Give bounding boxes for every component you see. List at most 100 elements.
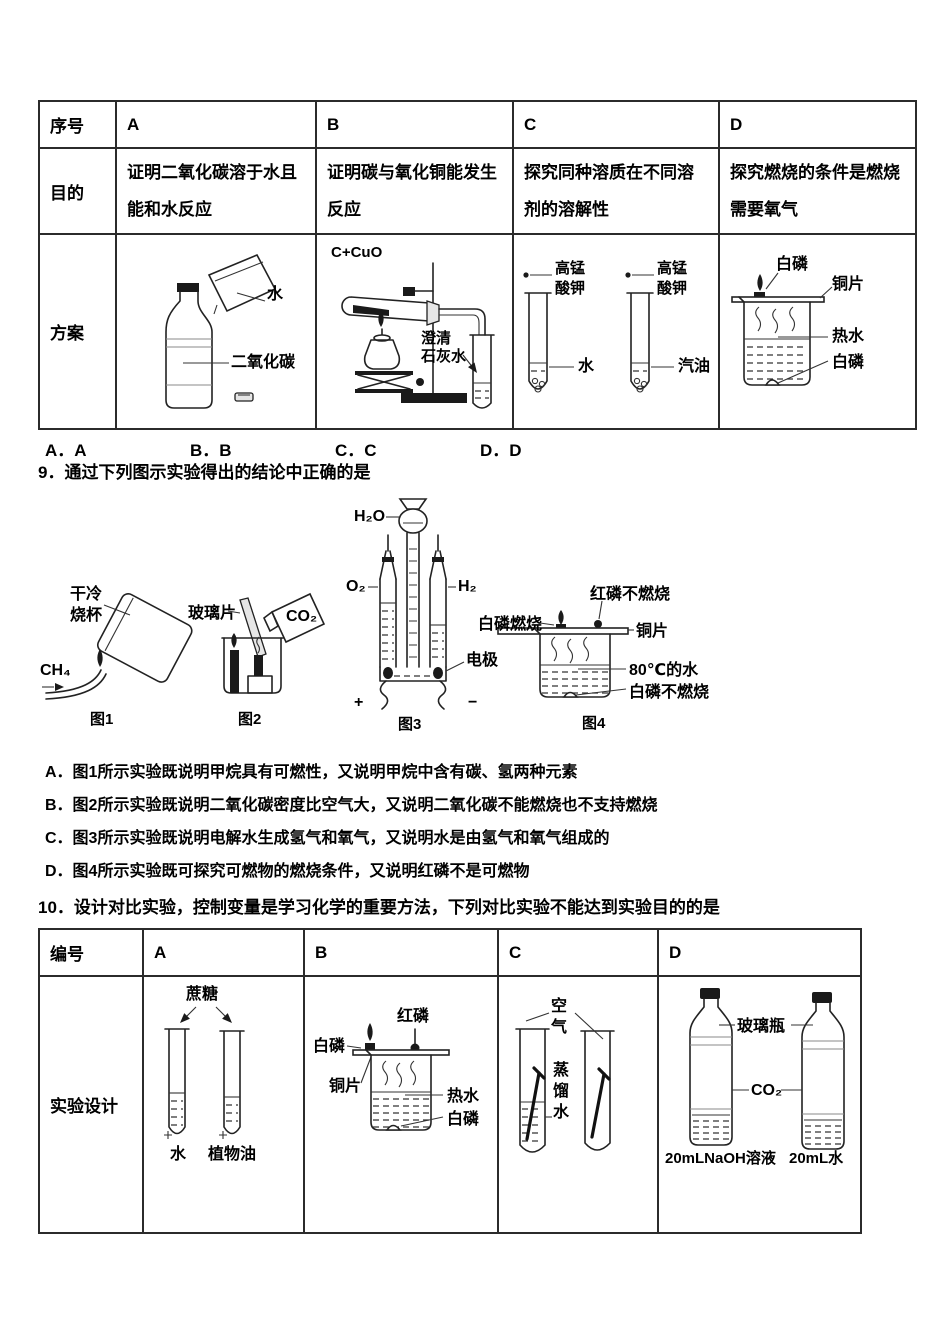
test-tube-air-only (580, 1030, 615, 1151)
clamp (403, 287, 415, 296)
iron-nail (590, 1072, 606, 1139)
q8-purpose-label: 目的 (38, 147, 117, 235)
arrowhead-icon (467, 362, 477, 373)
label-wp-burn: 白磷燃烧 (478, 616, 543, 633)
label-h2o: H₂O (354, 508, 386, 525)
label-water: 水 (578, 358, 595, 375)
phosphorus-lump (562, 691, 579, 698)
phosphorus-drawing (346, 1023, 450, 1131)
q9-option-c: C．图3所示实验既说明电解水生成氢气和氧气，又说明水是由氢气和氧气组成的 (45, 830, 610, 847)
q10-header-bianhao: 编号 (38, 928, 144, 977)
q8-option-d: D．D (480, 441, 522, 460)
label-electrode: 电极 (466, 652, 499, 669)
combustion-drawing (731, 272, 833, 386)
label-limewater-2: 石灰水 (421, 348, 467, 365)
smoke-icon (256, 636, 261, 654)
burning-phosphorus (556, 624, 566, 628)
iron-nail (525, 1071, 541, 1141)
oxygen-tube (379, 534, 397, 668)
test-tube-gasoline (626, 292, 654, 393)
q8-plan-c-cell: 高锰酸钾 高锰酸钾 水 汽油 (512, 233, 720, 430)
q8-option-b: B．B (190, 441, 232, 460)
arrowhead-icon (180, 1013, 190, 1023)
label-copper: 铜片 (832, 276, 865, 293)
copper-sheet (497, 627, 629, 635)
q10-table: 编号 A B C D 实验设计 (38, 928, 862, 1234)
test-tube-water (524, 292, 552, 393)
bottle-cap (700, 988, 720, 999)
co2-bottle-neck (263, 610, 280, 633)
fig3-caption: 图3 (398, 716, 422, 733)
label-ch4: CH₄ (40, 662, 71, 679)
q8-table-header-row: 序号 A B C D (38, 100, 917, 149)
q10-header-d: D (657, 928, 862, 977)
phosphorus-lump (385, 1124, 402, 1131)
jack-top-plate (355, 371, 413, 375)
delivery-tube (438, 308, 486, 336)
central-tube (406, 532, 420, 668)
flame-icon (378, 310, 384, 327)
steam-lines (382, 1060, 417, 1088)
flame-icon (231, 633, 237, 648)
label-gasoline: 汽油 (678, 358, 711, 375)
nail-rust-diagram: 空气 蒸馏水 (499, 977, 657, 1232)
combustion-diagram: 白磷 铜片 热水 白磷 (720, 235, 915, 428)
flame-icon (757, 274, 763, 291)
flame-icon (367, 1023, 373, 1041)
co2-bottle-drawing (165, 253, 277, 409)
arrowhead-icon (222, 1013, 232, 1023)
label-co2: CO₂ (751, 1082, 783, 1099)
short-candle (254, 655, 263, 676)
q8-header-a: A (115, 100, 317, 149)
q8-plan-a-cell: 水 二氧化碳 (115, 233, 317, 430)
q10-c-cell: 空气 蒸馏水 (497, 975, 659, 1234)
step (247, 675, 273, 694)
q10-stem: 10．设计对比实验，控制变量是学习化学的重要方法，下列对比实验不能达到实验目的的… (38, 898, 720, 917)
label-c-cuo: C+CuO (331, 244, 383, 261)
fig4-drawing (497, 600, 634, 698)
copper-sheet (731, 296, 825, 303)
q10-design-label: 实验设计 (38, 975, 144, 1234)
label-limewater-1: 澄清 (421, 330, 452, 347)
c-cuo-drawing (341, 262, 495, 409)
electrode-left (383, 667, 393, 679)
q8-purpose-c: 探究同种溶质在不同溶剂的溶解性 (512, 147, 720, 235)
label-wp-bottom: 白磷 (832, 354, 865, 371)
q10-header-c: C (497, 928, 659, 977)
jack-knob (416, 378, 424, 386)
dry-beaker (96, 593, 193, 683)
q9-stem: 9．通过下列图示实验得出的结论中正确的是 (38, 463, 371, 482)
q8-plan-row: 方案 (38, 233, 917, 430)
bottle-water (801, 992, 845, 1150)
bottom-channel (379, 666, 447, 682)
kmno4-grain-right (625, 272, 631, 278)
plastic-bottle (165, 291, 213, 409)
burning-phosphorus (365, 1043, 375, 1050)
q8-purpose-row: 目的 证明二氧化碳溶于水且能和水反应 证明碳与氧化铜能发生反应 探究同种溶质在不… (38, 147, 917, 235)
q8-header-c: C (512, 100, 720, 149)
q8-plan-b-cell: C+CuO 澄清 石灰水 (315, 233, 514, 430)
q8-table: 序号 A B C D 目的 证明二氧化碳溶于水且能和水反应 证明碳与氧化铜能发生… (38, 100, 917, 430)
label-co2: 二氧化碳 (231, 354, 296, 371)
q9-option-b: B．图2所示实验既说明二氧化碳密度比空气大，又说明二氧化碳不能燃烧也不支持燃烧 (45, 797, 658, 814)
q8-header-b: B (315, 100, 514, 149)
fig3-drawing (368, 498, 465, 710)
label-water80: 80℃的水 (629, 662, 699, 679)
beaker (534, 628, 611, 698)
sugar-diagram: 蔗糖 水 植物油 (144, 977, 303, 1232)
pouring-beaker (207, 253, 277, 313)
flame-icon (558, 610, 564, 625)
q10-header-a: A (142, 928, 305, 977)
solubility-drawing (523, 272, 674, 393)
label-red-p: 红磷不燃烧 (590, 586, 671, 603)
co2-bottle (270, 592, 326, 644)
label-kmno4-right: 高锰酸钾 (657, 260, 688, 297)
wire-left (379, 680, 389, 710)
label-glass-bottle: 玻璃瓶 (737, 1018, 786, 1035)
electrode-right (433, 667, 443, 679)
q10-d-cell: 玻璃瓶 CO₂ 20mLNaOH溶液 20mL水 (657, 975, 862, 1234)
label-rp-top: 红磷 (397, 1008, 430, 1025)
q8-option-c: C．C (335, 441, 377, 460)
test-tube-with-water (515, 1028, 550, 1153)
